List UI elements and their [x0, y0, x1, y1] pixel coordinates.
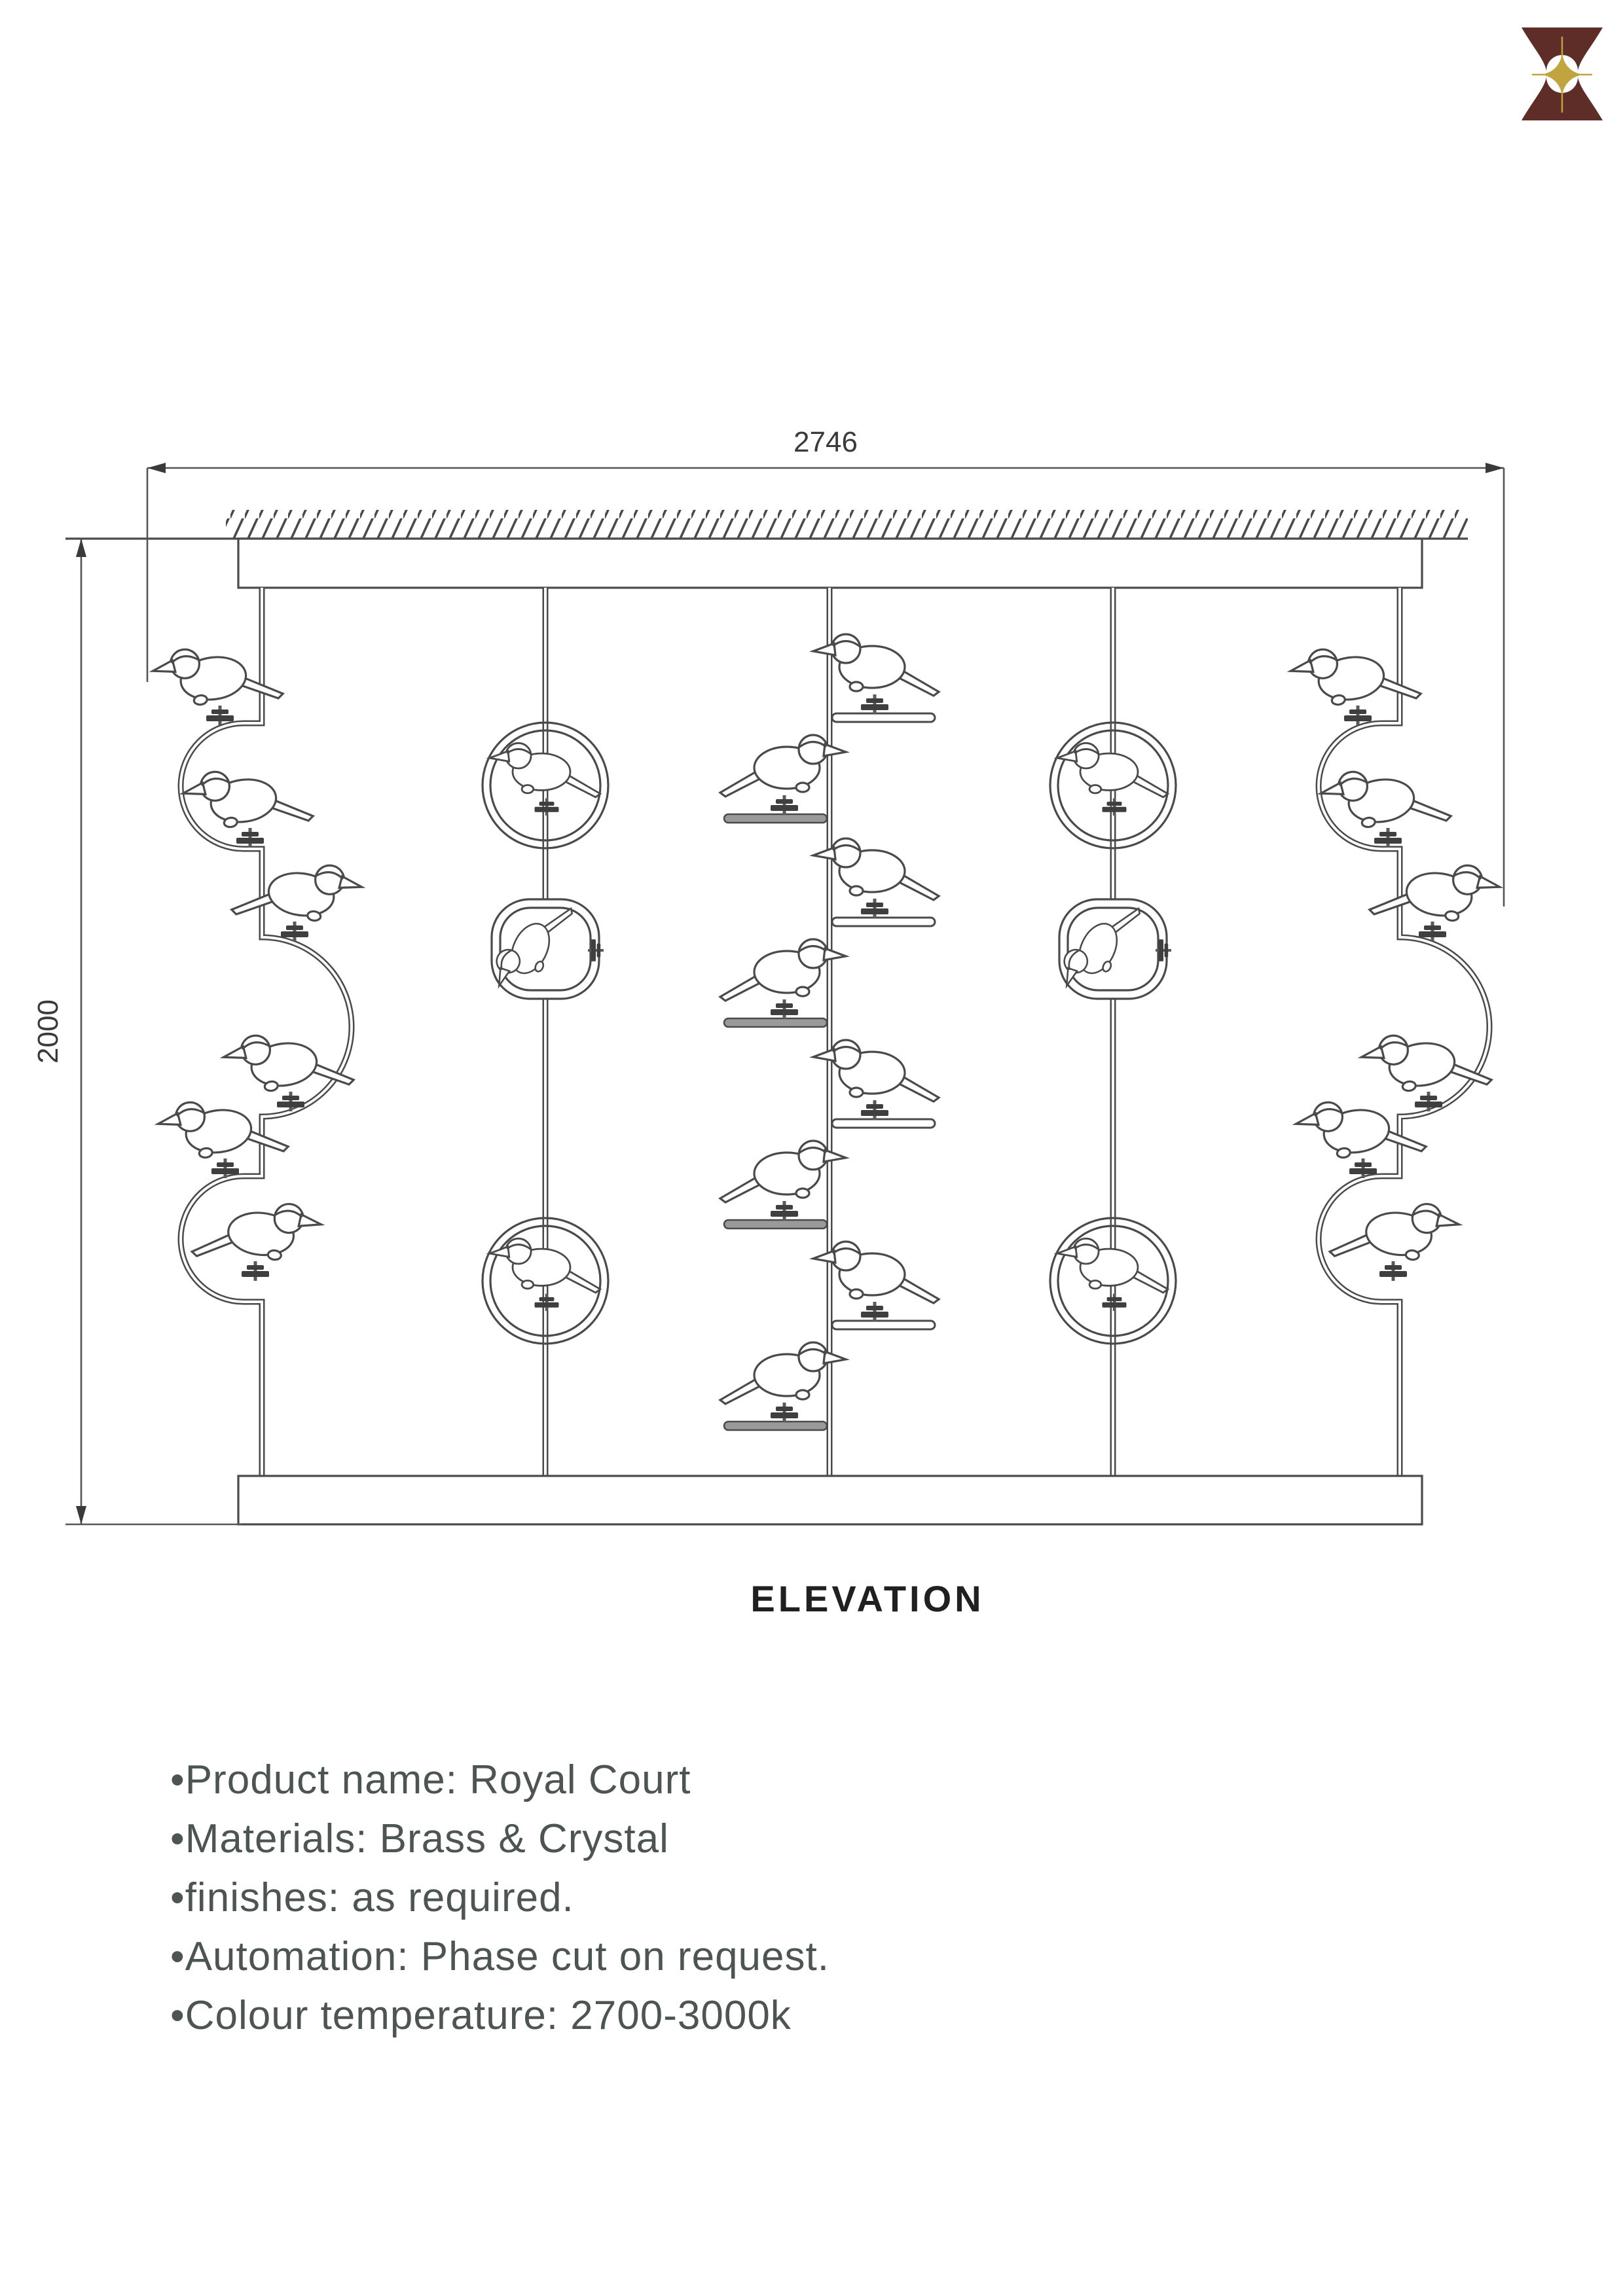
clamp: [861, 1100, 888, 1120]
brand-logo-icon: [1522, 27, 1603, 120]
bottom-plate: [237, 1475, 1423, 1526]
perch: [723, 1219, 828, 1230]
spec-line-automation: •Automation: Phase cut on request.: [170, 1934, 830, 1979]
spec-list: •Product name: Royal Court •Materials: B…: [170, 1757, 830, 2038]
perch: [831, 1319, 936, 1331]
clamp: [861, 1302, 888, 1321]
clamp: [771, 1403, 798, 1422]
star-icon: [1541, 54, 1583, 96]
clamp: [861, 694, 888, 714]
perch: [723, 813, 828, 824]
drawing-caption: ELEVATION: [750, 1578, 984, 1619]
dimension-height: 2000: [32, 539, 241, 1526]
right-scroll-arm: [1288, 588, 1502, 1476]
perch: [831, 916, 936, 927]
clamp: [771, 795, 798, 815]
clamp: [771, 1201, 798, 1221]
perch: [831, 1118, 936, 1129]
dimension-width: 2746: [146, 426, 1505, 906]
clamp: [861, 899, 888, 918]
dimension-height-label: 2000: [32, 999, 64, 1064]
spec-line-colour-temperature: •Colour temperature: 2700-3000k: [170, 1993, 792, 2038]
perch: [723, 1017, 828, 1028]
clamp: [771, 999, 798, 1019]
dimension-width-label: 2746: [793, 426, 858, 458]
perch: [723, 1420, 828, 1431]
left-scroll-arm: [151, 588, 364, 1476]
spec-line-finishes: •finishes: as required.: [170, 1875, 574, 1920]
ring-column-right: [1050, 588, 1176, 1476]
center-column: [719, 588, 940, 1476]
ring-column-left: [483, 588, 608, 1476]
spec-line-materials: •Materials: Brass & Crystal: [170, 1816, 669, 1861]
canopy: [237, 537, 1423, 589]
perch: [831, 712, 936, 723]
spec-line-product: •Product name: Royal Court: [170, 1757, 691, 1803]
ceiling-hatch: [65, 510, 1468, 540]
